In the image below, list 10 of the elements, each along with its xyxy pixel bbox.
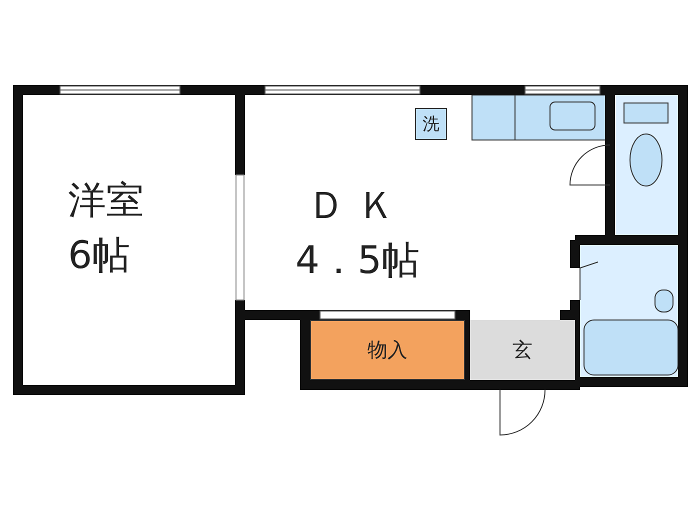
room-name: 玄 <box>512 336 532 364</box>
room-name: ＤＫ <box>308 182 408 229</box>
washer-space <box>415 108 447 140</box>
room-size: 6帖 <box>68 232 130 279</box>
room-area <box>310 320 465 380</box>
room-name: 物入 <box>368 336 408 364</box>
room-size: 4．5帖 <box>295 237 420 284</box>
room-name: 洗 <box>422 114 440 136</box>
room-name: 洋室 <box>68 177 144 224</box>
room-area <box>470 320 575 380</box>
